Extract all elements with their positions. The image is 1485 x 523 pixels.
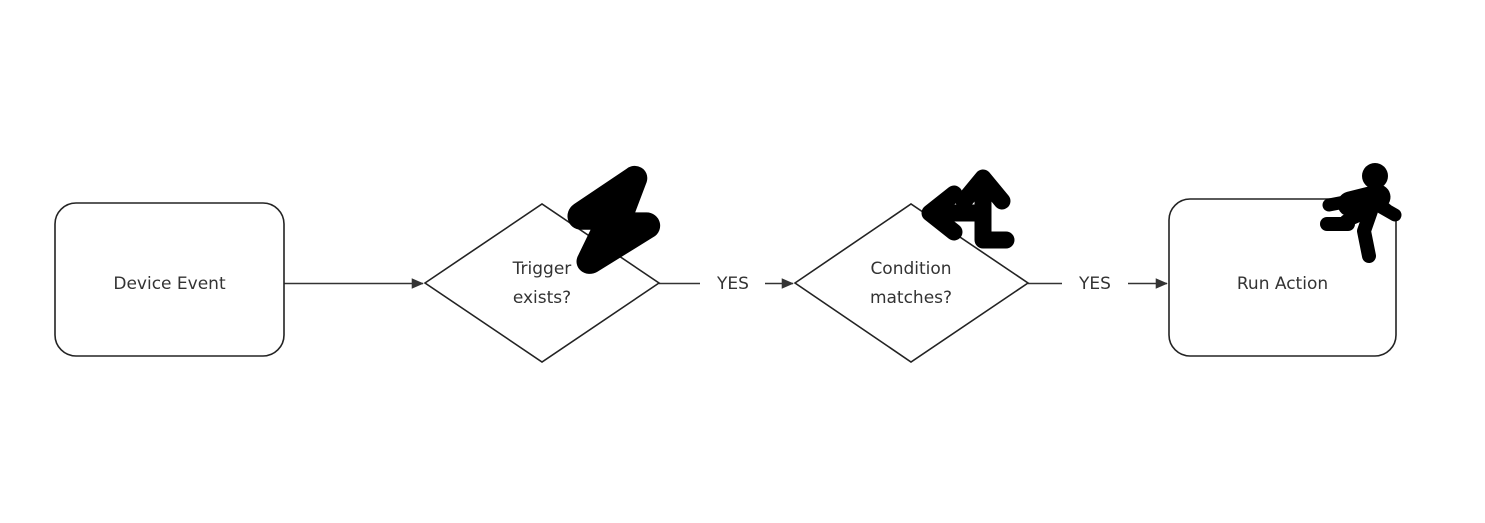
edge-label-yes-1: YES <box>716 274 749 294</box>
node-condition-matches[interactable]: Condition matches? <box>793 203 1030 363</box>
edge-trigger-to-condition: YES <box>659 274 794 294</box>
condition-matches-diamond[interactable] <box>793 203 1030 363</box>
device-event-box[interactable] <box>54 202 285 357</box>
run-action-box[interactable] <box>1168 198 1397 357</box>
runner-head <box>1362 163 1388 189</box>
branch-arrow-icon <box>921 169 1015 249</box>
running-person-icon <box>1320 163 1402 263</box>
branch-stem-vertical <box>974 177 1015 249</box>
condition-matches-label-line2: matches? <box>870 288 952 308</box>
runner-arm-back <box>1322 193 1362 212</box>
branch-arrowhead-left <box>921 185 963 241</box>
node-device-event[interactable]: Device Event <box>54 202 285 357</box>
lightning-bolt-path <box>567 165 661 274</box>
edge-condition-to-run-action: YES <box>1028 274 1168 294</box>
runner-leg-front <box>1357 204 1378 263</box>
edge-label-yes-2: YES <box>1078 274 1111 294</box>
device-event-label: Device Event <box>113 274 226 294</box>
trigger-exists-label-line1: Trigger <box>512 259 572 279</box>
run-action-label: Run Action <box>1237 274 1328 294</box>
trigger-exists-label-line2: exists? <box>513 288 571 308</box>
lightning-bolt-icon <box>567 165 661 274</box>
condition-matches-label-line1: Condition <box>870 259 951 279</box>
node-run-action[interactable]: Run Action <box>1168 198 1397 357</box>
branch-arrowhead-up <box>955 169 1011 210</box>
runner-arm-front <box>1367 196 1402 222</box>
